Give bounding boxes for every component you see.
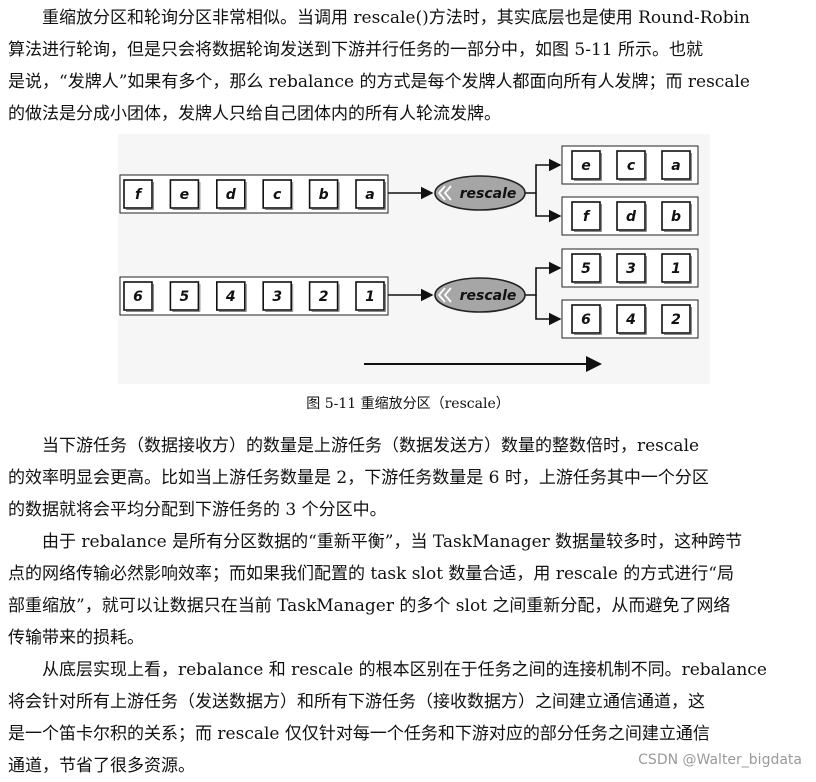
record-label: 1 bbox=[671, 261, 681, 277]
record-cell: 2 bbox=[661, 304, 692, 335]
record-cell: b bbox=[308, 179, 340, 210]
text-line: 传输带来的损耗。 bbox=[8, 628, 144, 648]
text-line: 的效率明显会更高。比如当上游任务数量是 2，下游任务数量是 6 时，上游任务其中… bbox=[8, 468, 709, 488]
upstream-partition bbox=[119, 276, 389, 316]
fanout-arrow bbox=[535, 295, 562, 326]
record-cell: 6 bbox=[123, 281, 154, 312]
figure-caption: 图 5-11 重缩放分区（rescale） bbox=[306, 396, 510, 412]
paragraph-implementation: 从底层实现上看，rebalance 和 rescale 的根本区别在于任务之间的… bbox=[8, 654, 802, 782]
record-cell: a bbox=[661, 150, 692, 181]
record-cell: e bbox=[169, 179, 201, 210]
text-line: 点的网络传输必然影响效率；而如果我们配置的 task slot 数量合适，用 r… bbox=[8, 564, 734, 584]
record-label: 3 bbox=[626, 261, 636, 277]
text-line: 由于 rebalance 是所有分区数据的“重新平衡”，当 TaskManage… bbox=[42, 532, 743, 552]
record-label: 6 bbox=[133, 289, 143, 305]
operator-label: rescale bbox=[460, 186, 517, 202]
record-cell: 6 bbox=[571, 304, 602, 335]
text-line: 是说，“发牌人”如果有多个，那么 rebalance 的方式是每个发牌人都面向所… bbox=[8, 72, 750, 92]
record-label: 6 bbox=[581, 312, 591, 328]
record-cell: 3 bbox=[262, 281, 294, 312]
record-cell: 1 bbox=[661, 253, 692, 284]
record-label: d bbox=[226, 187, 237, 203]
text-line: 是一个笛卡尔积的关系；而 rescale 仅仅针对每一个任务和下游对应的部分任务… bbox=[8, 724, 710, 744]
record-label: 2 bbox=[671, 312, 681, 328]
record-label: e bbox=[180, 187, 190, 203]
upstream-records: 6 5 4 3 2 1 bbox=[123, 281, 386, 312]
watermark: CSDN @Walter_bigdata bbox=[638, 752, 802, 768]
record-label: b bbox=[671, 209, 681, 225]
text-line: 重缩放分区和轮询分区非常相似。当调用 rescale()方法时，其实底层也是使用… bbox=[42, 8, 750, 28]
record-cell: 1 bbox=[355, 281, 386, 312]
record-cell: b bbox=[661, 201, 692, 232]
record-label: 4 bbox=[225, 289, 236, 305]
record-cell: f bbox=[123, 179, 154, 210]
record-cell: a bbox=[355, 179, 386, 210]
record-cell: c bbox=[262, 179, 294, 210]
downstream-records: 6 4 2 bbox=[571, 304, 692, 335]
record-label: 2 bbox=[319, 289, 329, 305]
record-cell: d bbox=[216, 179, 247, 210]
text-line: 部重缩放”，就可以让数据只在当前 TaskManager 的多个 slot 之间… bbox=[8, 596, 731, 616]
fanout-arrow bbox=[524, 261, 562, 296]
downstream-records: 5 3 1 bbox=[571, 253, 692, 284]
record-cell: 5 bbox=[571, 253, 602, 284]
fanout-arrow bbox=[535, 193, 562, 223]
record-cell: c bbox=[616, 150, 647, 181]
record-label: 4 bbox=[625, 312, 636, 328]
record-label: a bbox=[365, 187, 374, 203]
record-cell: 2 bbox=[308, 281, 340, 312]
paragraph-efficiency: 当下游任务（数据接收方）的数量是上游任务（数据发送方）数量的整数倍时，resca… bbox=[8, 430, 802, 526]
text-line: 的做法是分成小团体，发牌人只给自己团体内的所有人轮流发牌。 bbox=[8, 104, 501, 124]
record-label: a bbox=[671, 158, 680, 174]
record-label: 5 bbox=[581, 261, 591, 277]
record-cell: 4 bbox=[616, 304, 647, 335]
record-cell: e bbox=[571, 150, 602, 181]
record-label: 3 bbox=[272, 289, 282, 305]
fanout-arrow bbox=[524, 158, 562, 194]
diagram-svg: f e d c b a 6 5 4 3 2 1 e c a f d b 5 3 1 6 4 2 rescale rescale bbox=[119, 145, 699, 372]
record-label: f bbox=[583, 209, 591, 225]
rescale-operator: rescale bbox=[434, 175, 526, 211]
record-label: 5 bbox=[180, 289, 190, 305]
record-label: c bbox=[273, 187, 282, 203]
record-label: c bbox=[627, 158, 636, 174]
text-line: 通道，节省了很多资源。 bbox=[8, 756, 195, 776]
upstream-partition bbox=[119, 174, 389, 214]
text-line: 算法进行轮询，但是只会将数据轮询发送到下游并行任务的一部分中，如图 5-11 所… bbox=[8, 40, 703, 60]
chevron-left-icon bbox=[437, 287, 452, 303]
record-cell: 3 bbox=[616, 253, 647, 284]
record-cell: 5 bbox=[169, 281, 201, 312]
text-line: 将会针对所有上游任务（发送数据方）和所有下游任务（接收数据方）之间建立通信通道，… bbox=[8, 692, 705, 712]
record-cell: d bbox=[616, 201, 647, 232]
paragraph-intro: 重缩放分区和轮询分区非常相似。当调用 rescale()方法时，其实底层也是使用… bbox=[8, 2, 802, 130]
rescale-operator: rescale bbox=[434, 277, 526, 313]
record-label: d bbox=[626, 209, 637, 225]
text-line: 从底层实现上看，rebalance 和 rescale 的根本区别在于任务之间的… bbox=[42, 660, 767, 680]
operator-label: rescale bbox=[460, 288, 517, 304]
record-cell: f bbox=[571, 201, 602, 232]
record-cell: 4 bbox=[216, 281, 247, 312]
text-line: 的数据就将会平均分配到下游任务的 3 个分区中。 bbox=[8, 500, 387, 520]
text-line: 当下游任务（数据接收方）的数量是上游任务（数据发送方）数量的整数倍时，resca… bbox=[42, 436, 700, 456]
paragraph-rebalance: 由于 rebalance 是所有分区数据的“重新平衡”，当 TaskManage… bbox=[8, 526, 802, 654]
chevron-left-icon bbox=[437, 185, 452, 201]
rescale-diagram: f e d c b a 6 5 4 3 2 1 e c a f d b 5 3 1 6 4 2 rescale rescale bbox=[118, 134, 710, 384]
record-label: e bbox=[581, 158, 591, 174]
record-label: f bbox=[135, 187, 143, 203]
record-label: 1 bbox=[365, 289, 375, 305]
record-label: b bbox=[319, 187, 329, 203]
